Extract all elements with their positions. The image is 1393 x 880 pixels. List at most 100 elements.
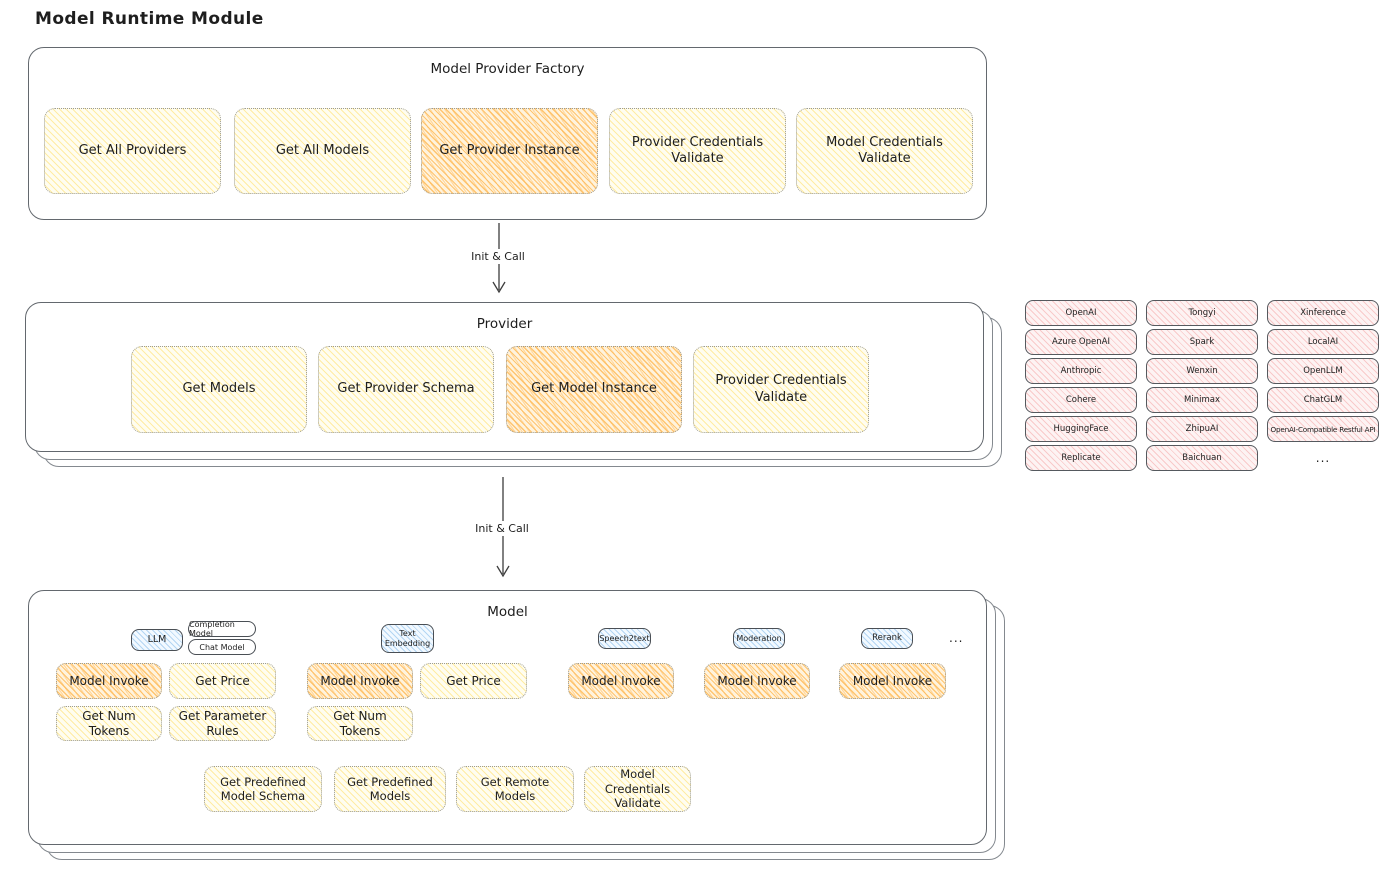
node-label: Get Remote Models <box>480 774 550 803</box>
provider-pill-openai: OpenAI <box>1025 300 1137 326</box>
node-label: Model Invoke <box>69 673 149 688</box>
node-get-all-models: Get All Models <box>234 108 411 194</box>
provider-pill-cohere: Cohere <box>1025 387 1137 413</box>
node-get-provider-schema: Get Provider Schema <box>318 346 494 433</box>
pill-label: Azure OpenAI <box>1052 337 1110 347</box>
provider-pill-openllm: OpenLLM <box>1267 358 1379 384</box>
node-label: Get Predefined Models <box>347 774 433 803</box>
pill-label: Rerank <box>872 632 902 643</box>
model-types-more-ellipsis: ... <box>949 631 964 645</box>
pill-label: Chat Model <box>199 642 245 652</box>
type-pill-llm: LLM <box>131 629 183 651</box>
factory-panel-title: Model Provider Factory <box>430 61 585 77</box>
provider-pill-openai-compatible-restful-api: OpenAI-Compatible Restful API <box>1267 416 1379 442</box>
pill-label: LocalAI <box>1307 337 1339 347</box>
node-label: Get Predefined Model Schema <box>220 774 306 803</box>
pill-label: ... <box>1315 451 1331 465</box>
provider-pill-chatglm: ChatGLM <box>1267 387 1379 413</box>
node-get-provider-instance: Get Provider Instance <box>421 108 598 194</box>
node-model-invoke-rerank: Model Invoke <box>839 663 946 699</box>
node-model-credentials-validate: Model Credentials Validate <box>584 766 691 812</box>
pill-label: ChatGLM <box>1303 395 1343 405</box>
pill-label: ZhipuAI <box>1185 424 1219 434</box>
node-get-predefined-models: Get Predefined Models <box>334 766 446 812</box>
provider-pill-minimax: Minimax <box>1146 387 1258 413</box>
node-get-parameter-rules: Get Parameter Rules <box>169 706 276 741</box>
providers-more-ellipsis: ... <box>1267 445 1379 471</box>
node-label: Get Num Tokens <box>82 708 136 738</box>
model-panel: Model LLM Completion Model Chat Model Te… <box>28 590 987 845</box>
node-label: Get Num Tokens <box>333 708 387 738</box>
node-label: Model Credentials Validate <box>604 767 671 811</box>
model-panel-title: Model <box>487 604 528 620</box>
node-get-num-tokens-llm: Get Num Tokens <box>56 706 162 741</box>
provider-pill-tongyi: Tongyi <box>1146 300 1258 326</box>
pill-label: OpenAI-Compatible Restful API <box>1270 424 1376 434</box>
node-get-price-text-embedding: Get Price <box>420 663 527 699</box>
pill-label: LLM <box>147 633 167 645</box>
node-label: Get Model Instance <box>531 381 657 397</box>
pill-label: Text Embedding <box>384 629 431 648</box>
pill-label: Tongyi <box>1188 308 1216 318</box>
node-get-models: Get Models <box>131 346 307 433</box>
provider-pill-huggingface: HuggingFace <box>1025 416 1137 442</box>
node-model-invoke-moderation: Model Invoke <box>704 663 810 699</box>
provider-panel-title: Provider <box>476 316 533 332</box>
pill-label: Wenxin <box>1186 366 1218 376</box>
provider-pill-localai: LocalAI <box>1267 329 1379 355</box>
node-label: Get Provider Instance <box>439 142 580 158</box>
node-model-invoke-text-embedding: Model Invoke <box>307 663 413 699</box>
node-label: Get Models <box>182 381 256 397</box>
pill-label: Spark <box>1189 337 1215 347</box>
type-pill-completion-model: Completion Model <box>188 620 256 638</box>
provider-panel: Provider Get Models Get Provider Schema … <box>25 302 984 452</box>
type-pill-chat-model: Chat Model <box>188 639 256 655</box>
node-label: Model Credentials Validate <box>826 134 943 166</box>
node-model-credentials-validate: Model Credentials Validate <box>796 108 973 194</box>
node-label: Get Provider Schema <box>337 381 475 397</box>
node-label: Model Invoke <box>581 673 661 688</box>
node-label: Provider Credentials Validate <box>715 373 847 405</box>
pill-label: Cohere <box>1065 395 1097 405</box>
supported-providers-grid: OpenAI Tongyi Xinference Azure OpenAI Sp… <box>1025 300 1379 471</box>
node-model-invoke-llm: Model Invoke <box>56 663 162 699</box>
provider-pill-baichuan: Baichuan <box>1146 445 1258 471</box>
arrow-label-init-and-call: Init & Call <box>452 249 544 264</box>
node-get-price-llm: Get Price <box>169 663 276 699</box>
pill-label: Xinference <box>1300 308 1346 318</box>
provider-pill-zhipuai: ZhipuAI <box>1146 416 1258 442</box>
type-pill-rerank: Rerank <box>861 628 913 649</box>
type-pill-speech2text: Speech2text <box>598 628 651 649</box>
pill-label: Speech2text <box>599 633 650 643</box>
pill-label: HuggingFace <box>1053 424 1109 434</box>
node-label: Get All Providers <box>78 142 187 158</box>
diagram-title: Model Runtime Module <box>35 9 264 29</box>
node-get-model-instance: Get Model Instance <box>506 346 682 433</box>
pill-label: Anthropic <box>1060 366 1102 376</box>
node-get-num-tokens-text-embedding: Get Num Tokens <box>307 706 413 741</box>
pill-label: Replicate <box>1061 453 1101 463</box>
type-pill-text-embedding: Text Embedding <box>381 624 434 653</box>
pill-label: Moderation <box>736 633 782 643</box>
pill-label: Baichuan <box>1182 453 1222 463</box>
node-label: Get Price <box>446 673 501 688</box>
node-model-invoke-speech2text: Model Invoke <box>568 663 674 699</box>
pill-label: Completion Model <box>189 620 235 638</box>
node-get-predefined-model-schema: Get Predefined Model Schema <box>204 766 322 812</box>
node-label: Model Invoke <box>852 673 933 688</box>
arrow-label-init-and-call: Init & Call <box>456 521 548 536</box>
node-label: Model Invoke <box>717 673 797 688</box>
provider-pill-azure-openai: Azure OpenAI <box>1025 329 1137 355</box>
provider-pill-wenxin: Wenxin <box>1146 358 1258 384</box>
provider-pill-spark: Spark <box>1146 329 1258 355</box>
node-label: Get Parameter Rules <box>178 708 267 738</box>
pill-label: Minimax <box>1184 395 1220 405</box>
provider-pill-xinference: Xinference <box>1267 300 1379 326</box>
pill-label: OpenAI <box>1065 308 1097 318</box>
node-label: Get Price <box>195 673 250 688</box>
node-get-remote-models: Get Remote Models <box>456 766 574 812</box>
pill-label: OpenLLM <box>1303 366 1343 376</box>
node-get-all-providers: Get All Providers <box>44 108 221 194</box>
node-label: Get All Models <box>275 142 370 158</box>
